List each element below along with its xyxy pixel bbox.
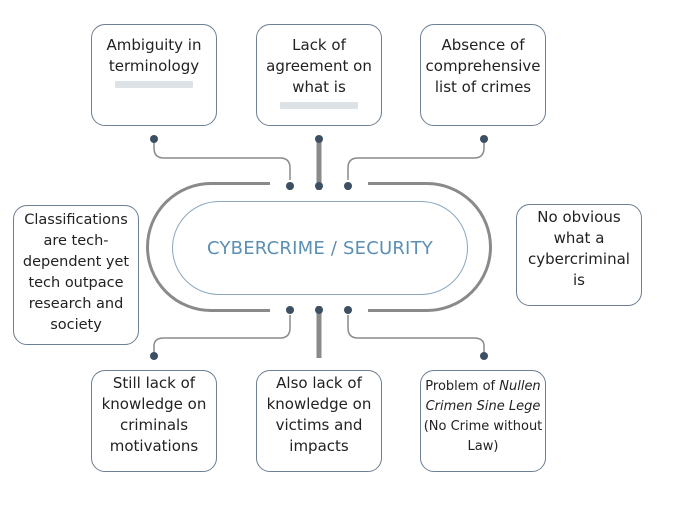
box-criminals-motivations: Still lack of knowledge on criminals mot… <box>91 370 217 472</box>
box-victims-impacts: Also lack of knowledge on victims and im… <box>256 370 382 472</box>
connector-top-right <box>347 139 485 186</box>
connector-dot <box>150 135 158 143</box>
connector-dot <box>150 352 158 360</box>
box-classifications: Classifications are tech- dependent yet … <box>13 205 139 345</box>
connector-dot <box>315 135 323 143</box>
central-hub-title: CYBERCRIME / SECURITY <box>207 237 433 259</box>
box-no-obvious-cybercriminal: No obvious what a cybercriminal is <box>516 204 642 306</box>
box-absence-of-list: Absence of comprehensive list of crimes <box>420 24 546 126</box>
connector-dot <box>480 352 488 360</box>
box-nullen-crimen: Problem of Nullen Crimen Sine Lege (No C… <box>420 370 546 472</box>
connector-bottom-right <box>347 310 485 356</box>
placeholder-bar <box>280 102 358 109</box>
box-lack-of-agreement: Lack of agreement on what is <box>256 24 382 126</box>
central-hub: CYBERCRIME / SECURITY <box>172 201 468 295</box>
connector-dot <box>480 135 488 143</box>
connector-top-left <box>153 139 291 186</box>
box-ambiguity-terminology: Ambiguity in terminology <box>91 24 217 126</box>
hub-outline-gap-top <box>270 180 368 189</box>
connector-bottom-left <box>153 310 291 356</box>
hub-outline-gap-bottom <box>270 306 368 315</box>
placeholder-bar <box>115 81 193 88</box>
